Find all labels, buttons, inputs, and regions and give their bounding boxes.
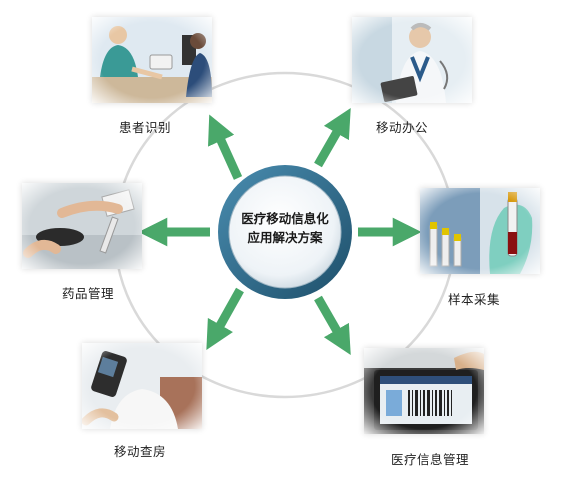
mobile-rounds-label: 移动查房 — [113, 444, 167, 459]
arrow-medical-info — [314, 295, 351, 355]
hub-inner-circle — [228, 175, 342, 289]
mobile-office-label: 移动办公 — [375, 120, 429, 135]
sample-collection-image — [420, 188, 540, 274]
drug-management-label: 药品管理 — [61, 286, 115, 301]
drug-management-image — [22, 183, 142, 269]
mobile-office-image — [352, 17, 472, 103]
hub-title: 医疗移动信息化 应用解决方案 — [220, 209, 350, 247]
hub-title-line2: 应用解决方案 — [247, 230, 323, 245]
medical-info-image — [364, 348, 484, 434]
hub-title-line1: 医疗移动信息化 — [241, 211, 329, 226]
mobile-rounds-image — [82, 343, 202, 429]
patient-id-image — [92, 17, 212, 103]
arrow-patient-id — [208, 114, 243, 180]
patient-id-label: 患者识别 — [118, 120, 172, 135]
arrow-mobile-office — [314, 108, 351, 168]
sample-collection-label: 样本采集 — [447, 292, 501, 307]
arrow-mobile-rounds — [206, 287, 244, 351]
medical-info-label: 医疗信息管理 — [390, 452, 470, 467]
